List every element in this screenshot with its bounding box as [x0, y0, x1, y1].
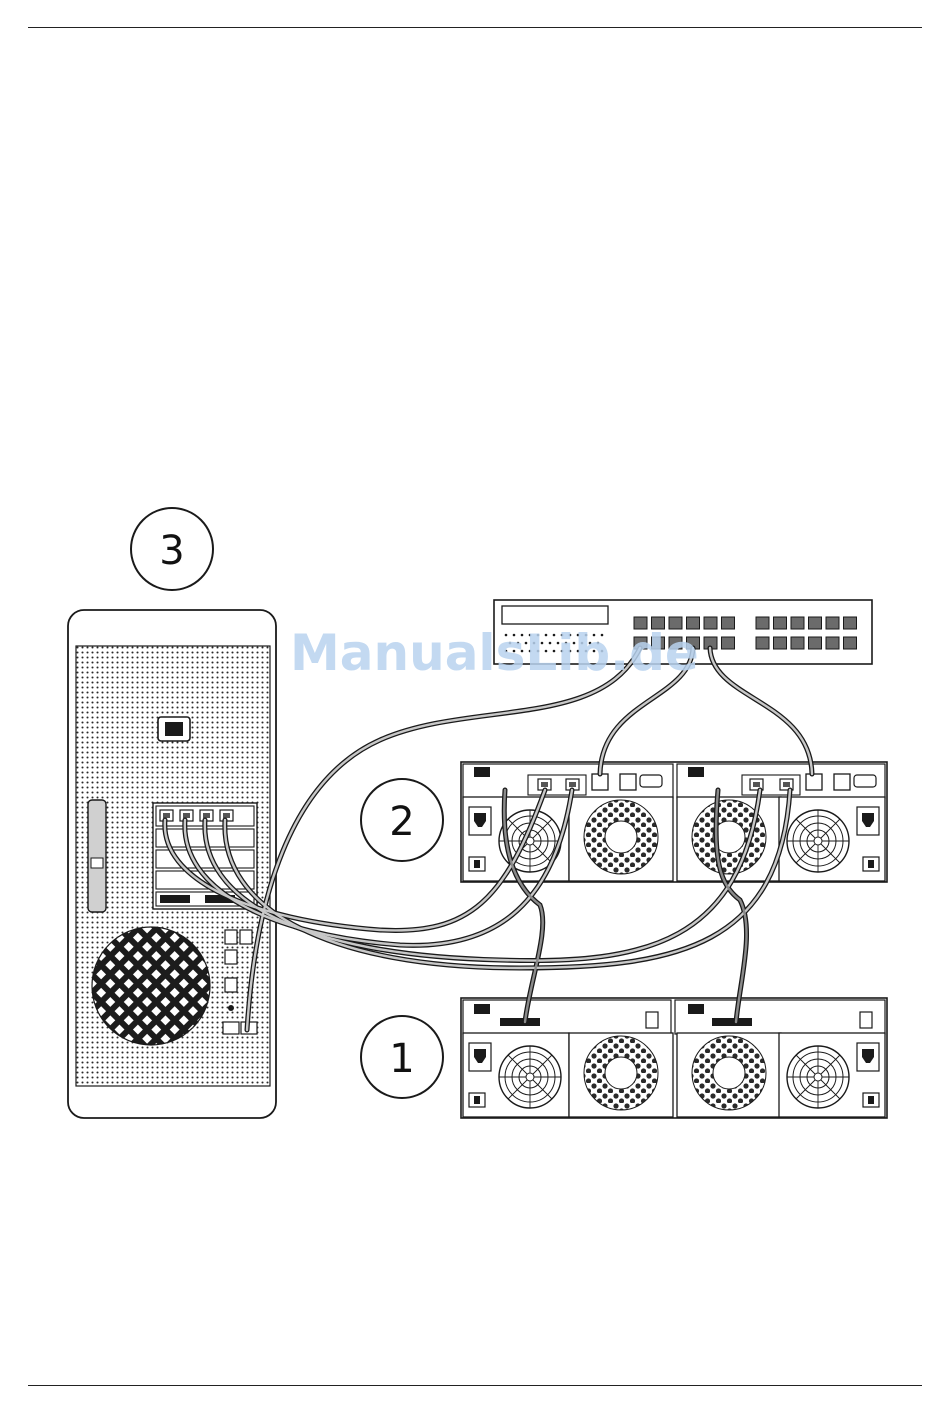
expansion-module-a [463, 1000, 671, 1034]
switch-port [722, 637, 735, 649]
switch-port [844, 637, 857, 649]
computer-tower [68, 610, 276, 1118]
fan-module [677, 797, 781, 881]
switch-port [774, 617, 787, 629]
switch-port [722, 617, 735, 629]
switch-port [826, 617, 839, 629]
callout-1: 1 [361, 1016, 443, 1098]
switch-port [809, 637, 822, 649]
fan-module [677, 1033, 781, 1117]
power-supply-module [779, 797, 885, 881]
fan-grille [92, 927, 210, 1045]
callout-1-label: 1 [389, 1036, 414, 1082]
callout-3: 3 [131, 508, 213, 590]
callout-2-label: 2 [389, 799, 414, 845]
switch-port [774, 637, 787, 649]
watermark: ManualsLib.de [290, 624, 699, 682]
switch-port [809, 617, 822, 629]
controller-enclosure [461, 762, 887, 882]
switch-port [704, 617, 717, 629]
callout-3-label: 3 [159, 528, 184, 574]
power-supply-module [779, 1033, 885, 1117]
switch-port [791, 637, 804, 649]
switch-port [791, 617, 804, 629]
switch-port [844, 617, 857, 629]
fan-module [569, 1033, 673, 1117]
callout-2: 2 [361, 779, 443, 861]
switch-port [826, 637, 839, 649]
power-supply-module [463, 1033, 569, 1117]
expansion-module-b [675, 1000, 885, 1034]
switch-port [756, 617, 769, 629]
ethernet-cable [710, 648, 812, 774]
side-latch [88, 800, 106, 912]
fan-module [569, 797, 673, 881]
switch-port [756, 637, 769, 649]
